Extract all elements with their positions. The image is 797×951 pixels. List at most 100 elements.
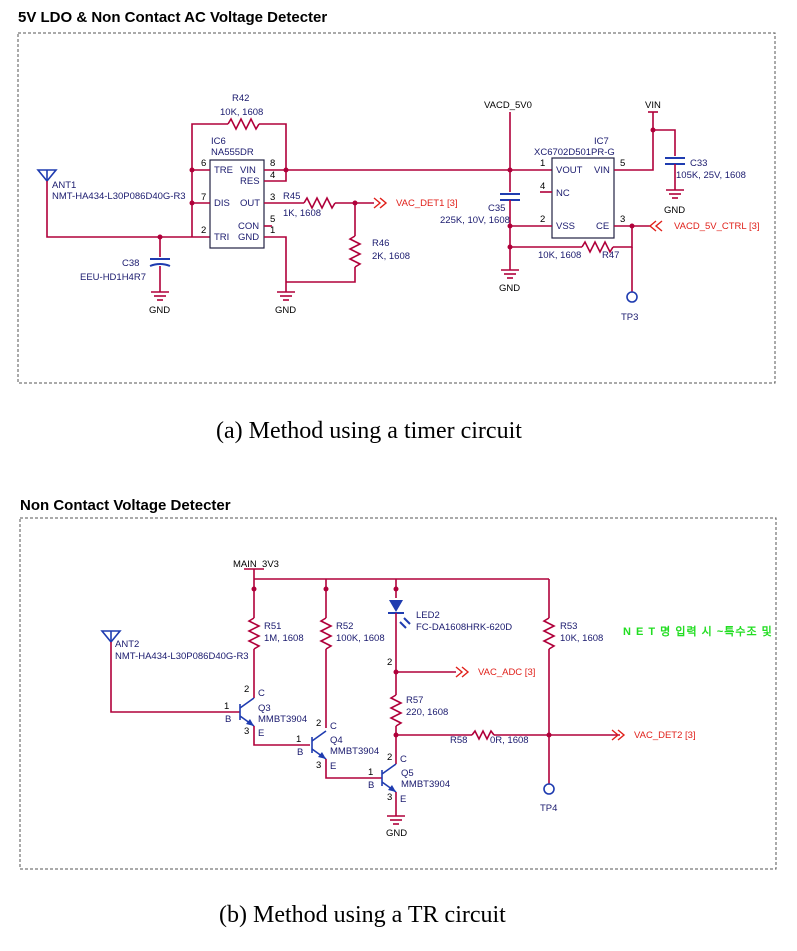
vac-adc-label: VAC_ADC [3] xyxy=(478,667,535,678)
resistor-r58-icon xyxy=(471,729,495,741)
ant2-ref: ANT2 xyxy=(115,639,139,650)
ic7-pin-vss: VSS xyxy=(556,221,575,232)
c35-value: 225K, 10V, 1608 xyxy=(440,215,510,226)
r52-ref: R52 xyxy=(336,621,353,632)
gnd-symbol-4-icon xyxy=(666,189,684,199)
junction-3 xyxy=(157,234,163,240)
r45-value: 1K, 1608 xyxy=(283,208,321,219)
gnd-label-4: GND xyxy=(664,205,685,216)
vac-det1-label: VAC_DET1 [3] xyxy=(396,198,458,209)
r57-ref: R57 xyxy=(406,695,423,706)
ic6-num-6: 6 xyxy=(201,158,206,169)
q4-pin-c: C xyxy=(330,721,337,732)
panel-a-border xyxy=(17,32,776,384)
wire-r46-bot xyxy=(286,267,356,283)
resistor-r46-icon xyxy=(348,235,362,268)
ic6-num-1: 1 xyxy=(270,225,275,236)
main-3v3-label: MAIN_3V3 xyxy=(233,559,279,570)
gnd-label-2: GND xyxy=(275,305,296,316)
junction-2 xyxy=(189,200,195,206)
wire-ant2-q3b xyxy=(110,642,240,713)
wire-r42-left xyxy=(191,123,228,170)
ant1-ref: ANT1 xyxy=(52,180,76,191)
q5-ref: Q5 xyxy=(401,768,414,779)
q3-num-2: 2 xyxy=(244,684,249,695)
resistor-r52-icon xyxy=(319,617,333,650)
r52-value: 100K, 1608 xyxy=(336,633,385,644)
ic7-ref: IC7 xyxy=(594,136,609,147)
ic6-part: NA555DR xyxy=(211,147,254,158)
q5-num-2: 2 xyxy=(387,752,392,763)
ic7-num-1: 1 xyxy=(540,158,545,169)
resistor-r47-icon xyxy=(581,240,614,254)
ic7-pin-vout: VOUT xyxy=(556,165,583,176)
antenna-1-icon xyxy=(36,169,58,183)
ic7-pin-ce: CE xyxy=(596,221,609,232)
net-arrow-vac-det2-icon xyxy=(611,729,626,741)
gnd-label-3: GND xyxy=(499,283,520,294)
wire-q3e-q4b xyxy=(253,726,310,746)
transistor-q4-icon xyxy=(311,730,327,760)
antenna-2-icon xyxy=(100,630,122,644)
r47-value: 10K, 1608 xyxy=(538,250,581,261)
q5-num-1: 1 xyxy=(368,767,373,778)
gnd-symbol-3-icon xyxy=(501,269,519,279)
led-num-2: 2 xyxy=(387,657,392,668)
ic6-num-8: 8 xyxy=(270,158,275,169)
net-arrow-vac-adc-icon xyxy=(455,666,470,678)
testpoint-tp3-icon xyxy=(626,291,638,303)
wire-ant1-tri xyxy=(46,181,210,238)
ic6-box xyxy=(209,159,265,249)
ic7-pin-nc: NC xyxy=(556,188,570,199)
net-note: N E T 명 입력 시 ~특수조 및 xyxy=(623,624,773,638)
ic6-num-4: 4 xyxy=(270,170,275,181)
ic6-pin-out: OUT xyxy=(240,198,260,209)
junction-7 xyxy=(507,223,513,229)
ic7-num-2: 2 xyxy=(540,214,545,225)
wire-c33-top xyxy=(653,129,676,156)
q3-num-1: 1 xyxy=(224,701,229,712)
resistor-r51-icon xyxy=(247,617,261,650)
transistor-q3-icon xyxy=(239,697,255,727)
c35-ref: C35 xyxy=(488,203,505,214)
wire-res xyxy=(264,170,287,182)
led2-part: FC-DA1608HRK-620D xyxy=(416,622,512,633)
gnd-symbol-5-icon xyxy=(387,815,405,825)
vacd-ctrl-label: VACD_5V_CTRL [3] xyxy=(674,221,760,232)
resistor-r57-icon xyxy=(389,694,403,727)
q3-part: MMBT3904 xyxy=(258,714,307,725)
wire-r42-right xyxy=(259,123,287,170)
r42-value: 10K, 1608 xyxy=(220,107,263,118)
vac-det2-label: VAC_DET2 [3] xyxy=(634,730,696,741)
gnd-label-5: GND xyxy=(386,828,407,839)
gnd-symbol-1-icon xyxy=(151,291,169,301)
ic6-pin-tri: TRI xyxy=(214,232,229,243)
led-2-icon xyxy=(388,600,411,629)
junction-4 xyxy=(283,167,289,173)
r58-ref: R58 xyxy=(450,735,467,746)
wire-r47-right xyxy=(613,226,633,248)
ic6-num-3: 3 xyxy=(270,192,275,203)
r45-ref: R45 xyxy=(283,191,300,202)
q4-ref: Q4 xyxy=(330,735,343,746)
gnd-label-1: GND xyxy=(149,305,170,316)
r53-value: 10K, 1608 xyxy=(560,633,603,644)
net-arrow-vacd-ctrl-icon xyxy=(648,220,663,232)
panel-a-caption: (a) Method using a timer circuit xyxy=(216,418,522,444)
r46-value: 2K, 1608 xyxy=(372,251,410,262)
panel-b-border xyxy=(19,517,777,870)
ic7-num-4: 4 xyxy=(540,181,545,192)
q3-pin-b: B xyxy=(225,714,231,725)
ic7-num-5: 5 xyxy=(620,158,625,169)
ic6-ref: IC6 xyxy=(211,136,226,147)
vin-label: VIN xyxy=(645,100,661,111)
panel-b-caption: (b) Method using a TR circuit xyxy=(219,902,506,928)
ic6-num-5: 5 xyxy=(270,214,275,225)
ic6-pin-con: CON xyxy=(238,221,259,232)
q5-pin-e: E xyxy=(400,794,406,805)
ic7-pin-vin: VIN xyxy=(594,165,610,176)
r42-ref: R42 xyxy=(232,93,249,104)
resistor-r53-icon xyxy=(542,617,556,650)
q4-pin-b: B xyxy=(297,747,303,758)
q3-ref: Q3 xyxy=(258,703,271,714)
